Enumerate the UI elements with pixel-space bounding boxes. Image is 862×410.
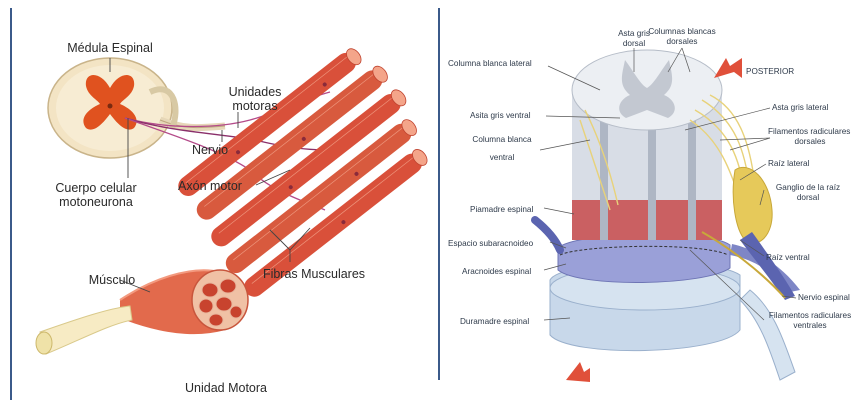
label-posterior: POSTERIOR xyxy=(746,67,794,76)
label-rootlets-ventral-line1: Filamentos radiculares xyxy=(769,311,851,320)
label-muscle-fibers: Fibras Musculares xyxy=(263,267,365,281)
label-arachnoid: Aracnoides espinal xyxy=(462,267,531,276)
label-root-lateral: Raíz lateral xyxy=(768,159,810,168)
label-spinal-nerve: Nervio espinal xyxy=(798,293,850,302)
label-white-dorsal-line2: dorsales xyxy=(667,37,698,46)
label-white-ventral-line1: Columna blanca xyxy=(472,135,532,144)
label-cell-body-line1: Cuerpo celular xyxy=(55,181,136,195)
label-white-lateral: Columna blanca lateral xyxy=(448,59,532,68)
label-cell-body-line2: motoneurona xyxy=(59,195,133,209)
motor-unit-illustration: Médula Espinal Unidades motoras Nervio C… xyxy=(0,0,436,410)
label-muscle: Músculo xyxy=(89,273,136,287)
label-rootlets-dorsal-line2: dorsales xyxy=(795,137,826,146)
label-rootlets-dorsal-line1: Filamentos radiculares xyxy=(768,127,850,136)
label-gray-ventral: Asita gris ventral xyxy=(470,111,531,120)
spinal-cord-panel: Asta gris dorsal Columnas blancas dorsal… xyxy=(440,0,862,410)
muscle-fibers xyxy=(166,39,436,301)
anterior-arrow xyxy=(566,362,590,382)
motor-unit-panel: Médula Espinal Unidades motoras Nervio C… xyxy=(0,0,436,410)
label-ganglion-line2: dorsal xyxy=(797,193,819,202)
label-gray-lateral: Asta gris lateral xyxy=(772,103,829,112)
label-motor-axon: Axón motor xyxy=(178,179,242,193)
label-subarachnoid: Espacio subaracnoideo xyxy=(448,239,534,248)
label-pia: Piamadre espinal xyxy=(470,205,533,214)
label-white-ventral-line2: ventral xyxy=(490,153,515,162)
spinal-cord-column xyxy=(572,50,722,240)
label-gray-dorsal-line1: Asta gris xyxy=(618,29,650,38)
figure-caption: Unidad Motora xyxy=(185,381,267,395)
label-motor-units-line2: motoras xyxy=(232,99,277,113)
label-rootlets-ventral-line2: ventrales xyxy=(793,321,826,330)
label-root-ventral: Raíz ventral xyxy=(766,253,810,262)
label-ganglion-line1: Ganglio de la raíz xyxy=(776,183,840,192)
tendon xyxy=(40,306,132,354)
label-spinal-cord: Médula Espinal xyxy=(67,41,152,55)
label-dura: Duramadre espinal xyxy=(460,317,529,326)
spinal-cord-illustration: Asta gris dorsal Columnas blancas dorsal… xyxy=(440,0,862,410)
spinal-nerve xyxy=(740,232,795,300)
posterior-arrow xyxy=(714,58,742,78)
whole-muscle xyxy=(36,270,248,354)
label-white-dorsal-line1: Columnas blancas xyxy=(648,27,715,36)
label-gray-dorsal-line2: dorsal xyxy=(623,39,645,48)
dorsal-ganglion xyxy=(733,167,772,243)
label-nerve: Nervio xyxy=(192,143,228,157)
label-motor-units-line1: Unidades xyxy=(229,85,282,99)
